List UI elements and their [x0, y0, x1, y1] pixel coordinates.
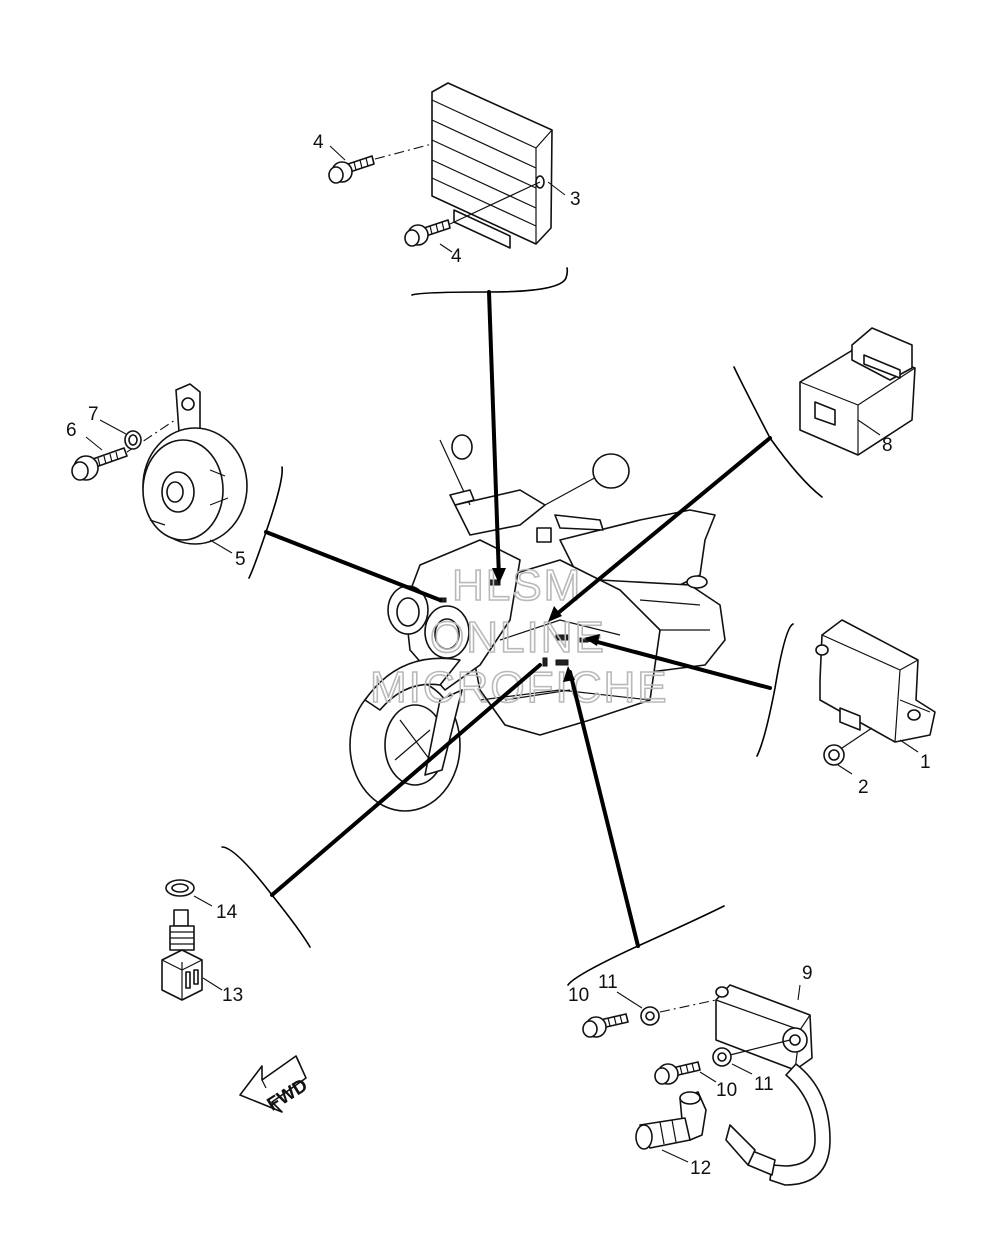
coupler-8 [799, 327, 916, 456]
group-brackets [221, 267, 823, 986]
callout-1: 1 [920, 752, 931, 773]
rectifier-regulator [431, 82, 553, 249]
bolt-4-bottom [404, 181, 541, 247]
horn-washer-7 [124, 430, 142, 450]
neutral-switch [161, 879, 223, 1001]
callout-4-bottom: 4 [451, 246, 462, 267]
pointer-lines [264, 290, 772, 948]
callout-11-b: 11 [754, 1074, 774, 1095]
callout-4-top: 4 [313, 132, 324, 153]
callout-13: 13 [222, 985, 243, 1006]
callout-10-b: 10 [716, 1080, 737, 1101]
cdi-unit [815, 619, 936, 775]
horn-bolt-6 [71, 419, 176, 481]
coil-washer-11-a [640, 1006, 660, 1026]
callout-6: 6 [66, 420, 77, 441]
callout-14: 14 [216, 902, 238, 923]
callout-10-a: 10 [568, 985, 589, 1006]
callout-9: 9 [802, 963, 813, 984]
callout-8: 8 [882, 435, 893, 456]
coil-bolt-10-b [654, 1061, 701, 1085]
callout-labels: 1 2 3 4 4 5 6 7 8 9 10 10 11 11 12 13 14 [66, 132, 931, 1179]
watermark-line-1: HLSM [452, 561, 582, 610]
bolt-4-top [328, 143, 433, 184]
watermark-line-2: ONLINE [430, 613, 606, 662]
callout-7: 7 [88, 404, 99, 425]
coil-washer-11-b [712, 1047, 732, 1067]
watermark: HLSM ONLINE MICROFICHE [369, 560, 669, 713]
callout-11-a: 11 [598, 972, 618, 993]
plug-cap-12 [635, 1091, 707, 1163]
callout-12: 12 [690, 1158, 711, 1179]
watermark-line-3: MICROFICHE [370, 663, 669, 712]
ignition-coil [659, 984, 831, 1186]
callout-2: 2 [858, 777, 869, 798]
horn [142, 383, 248, 545]
callout-5: 5 [235, 549, 246, 570]
fwd-arrow-icon: FWD [239, 1055, 311, 1116]
coil-bolt-10-a [582, 1013, 629, 1038]
callout-3: 3 [570, 189, 581, 210]
